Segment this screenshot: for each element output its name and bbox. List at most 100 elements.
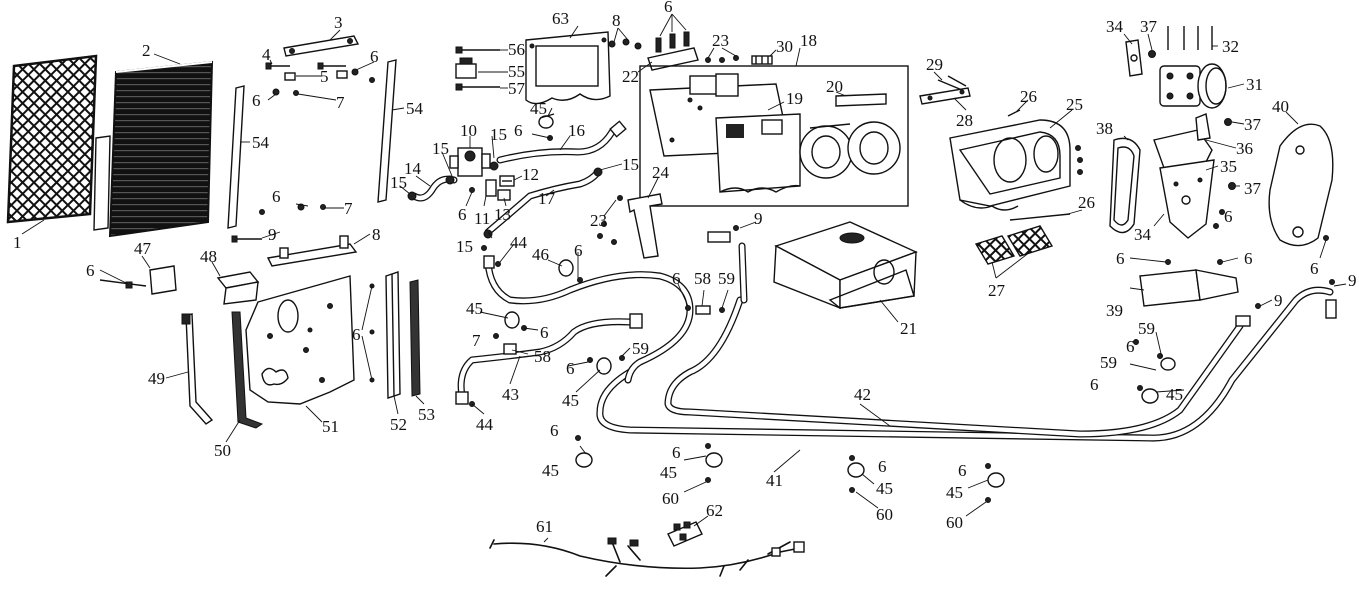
leader-lines xyxy=(21,13,1347,543)
part-53-rubber-seal xyxy=(409,279,421,397)
part-10-expansion-valve xyxy=(449,147,491,177)
part-60-nuts xyxy=(705,477,991,503)
callout-15-e: 15 xyxy=(456,237,473,256)
callout-9-a: 9 xyxy=(268,225,277,244)
callout-45-h: 45 xyxy=(946,483,963,502)
callout-53: 53 xyxy=(418,405,435,424)
callout-45-g: 45 xyxy=(876,479,893,498)
callout-57: 57 xyxy=(508,79,526,98)
callout-25: 25 xyxy=(1066,95,1083,114)
callout-6-r: 6 xyxy=(1090,375,1099,394)
part-2-condenser xyxy=(93,60,214,238)
part-27-air-filters xyxy=(974,225,1054,265)
callout-3: 3 xyxy=(334,13,343,32)
callout-58-b: 58 xyxy=(534,347,551,366)
callout-13: 13 xyxy=(494,205,511,224)
callout-54-b: 54 xyxy=(406,99,424,118)
part-59-clips xyxy=(1160,357,1176,371)
callout-51: 51 xyxy=(322,417,339,436)
part-40-pulley-guard xyxy=(1268,123,1334,247)
callout-6-m: 6 xyxy=(1224,207,1233,226)
callout-6-t: 6 xyxy=(672,443,681,462)
callout-12: 12 xyxy=(522,165,539,184)
part-13-fitting xyxy=(497,189,511,201)
callout-59-b: 59 xyxy=(718,269,735,288)
callout-6-h: 6 xyxy=(458,205,467,224)
part-46-clip xyxy=(558,259,574,277)
callout-1: 1 xyxy=(13,233,22,252)
callout-2: 2 xyxy=(142,41,151,60)
part-54-seal-strip xyxy=(227,59,397,229)
callout-10: 10 xyxy=(460,121,477,140)
callout-45-a: 45 xyxy=(530,99,547,118)
part-36-compressor-bracket xyxy=(1153,113,1213,169)
part-32-long-bolts xyxy=(1167,26,1213,50)
callout-7-a: 7 xyxy=(336,93,345,112)
part-6-nut xyxy=(272,68,359,211)
callout-55: 55 xyxy=(508,62,525,81)
callout-35: 35 xyxy=(1220,157,1237,176)
callout-6-u: 6 xyxy=(878,457,887,476)
part-26-screws xyxy=(1007,109,1083,221)
callout-32: 32 xyxy=(1222,37,1239,56)
callout-19: 19 xyxy=(786,89,803,108)
callout-6-o: 6 xyxy=(1244,249,1253,268)
part-11-fitting xyxy=(485,179,497,197)
callout-37-c: 37 xyxy=(1244,179,1262,198)
part-58-clips xyxy=(503,305,711,355)
part-5-spacer xyxy=(284,70,348,81)
callout-6-k: 6 xyxy=(566,359,575,378)
callout-59-a: 59 xyxy=(632,339,649,358)
callout-29: 29 xyxy=(926,55,943,74)
callout-15-c: 15 xyxy=(390,173,407,192)
callout-40: 40 xyxy=(1272,97,1289,116)
callout-45-b: 45 xyxy=(466,299,483,318)
callout-8-b: 8 xyxy=(612,11,621,30)
callout-11: 11 xyxy=(474,209,490,228)
callout-7-b: 7 xyxy=(344,199,353,218)
callout-6-a: 6 xyxy=(370,47,379,66)
callout-6-v: 6 xyxy=(958,461,967,480)
part-17-hose xyxy=(484,168,602,236)
callout-44-a: 44 xyxy=(510,233,528,252)
callout-6-e: 6 xyxy=(352,325,361,344)
part-1-mesh-screen xyxy=(6,54,98,224)
part-8-lower-bracket xyxy=(266,235,358,267)
callout-24: 24 xyxy=(652,163,670,182)
callout-45-c: 45 xyxy=(562,391,579,410)
callout-6-s: 6 xyxy=(550,421,559,440)
callout-48: 48 xyxy=(200,247,217,266)
part-20-mounting-strip xyxy=(835,93,887,107)
callout-17: 17 xyxy=(538,189,556,208)
part-19-evaporator-housing xyxy=(649,73,801,193)
part-63-filter-cover xyxy=(525,31,611,105)
callout-36: 36 xyxy=(1236,139,1253,158)
part-42-refrigerant-line xyxy=(664,296,1244,438)
callout-60-b: 60 xyxy=(876,505,893,524)
callout-60-c: 60 xyxy=(946,513,963,532)
callout-45-d: 45 xyxy=(1166,385,1183,404)
callout-15-b: 15 xyxy=(490,125,507,144)
callout-26-a: 26 xyxy=(1020,87,1037,106)
callout-39: 39 xyxy=(1106,301,1123,320)
part-48-connector-box xyxy=(216,271,260,305)
callout-6-q: 6 xyxy=(1126,337,1135,356)
callout-labels: 1 2 3 4 5 6 6 7 54 54 6 7 9 8 6 47 48 49… xyxy=(13,0,1357,536)
callout-6-f: 6 xyxy=(664,0,673,16)
part-51-mounting-panel xyxy=(245,275,355,405)
callout-8-a: 8 xyxy=(372,225,381,244)
part-3-top-bracket xyxy=(283,35,360,57)
callout-5: 5 xyxy=(320,67,329,86)
part-38-drive-belt xyxy=(1109,137,1141,234)
callout-27: 27 xyxy=(988,281,1006,300)
part-19-blower-wheels xyxy=(799,121,901,179)
part-41-refrigerant-line xyxy=(596,286,1334,442)
part-61-wiring-harness xyxy=(489,537,805,577)
callout-7-c: 7 xyxy=(472,331,481,350)
callout-44-b: 44 xyxy=(476,415,494,434)
callout-15-d: 15 xyxy=(622,155,639,174)
callout-20: 20 xyxy=(826,77,843,96)
part-37-bolts xyxy=(1148,50,1236,190)
callout-6-b: 6 xyxy=(252,91,261,110)
